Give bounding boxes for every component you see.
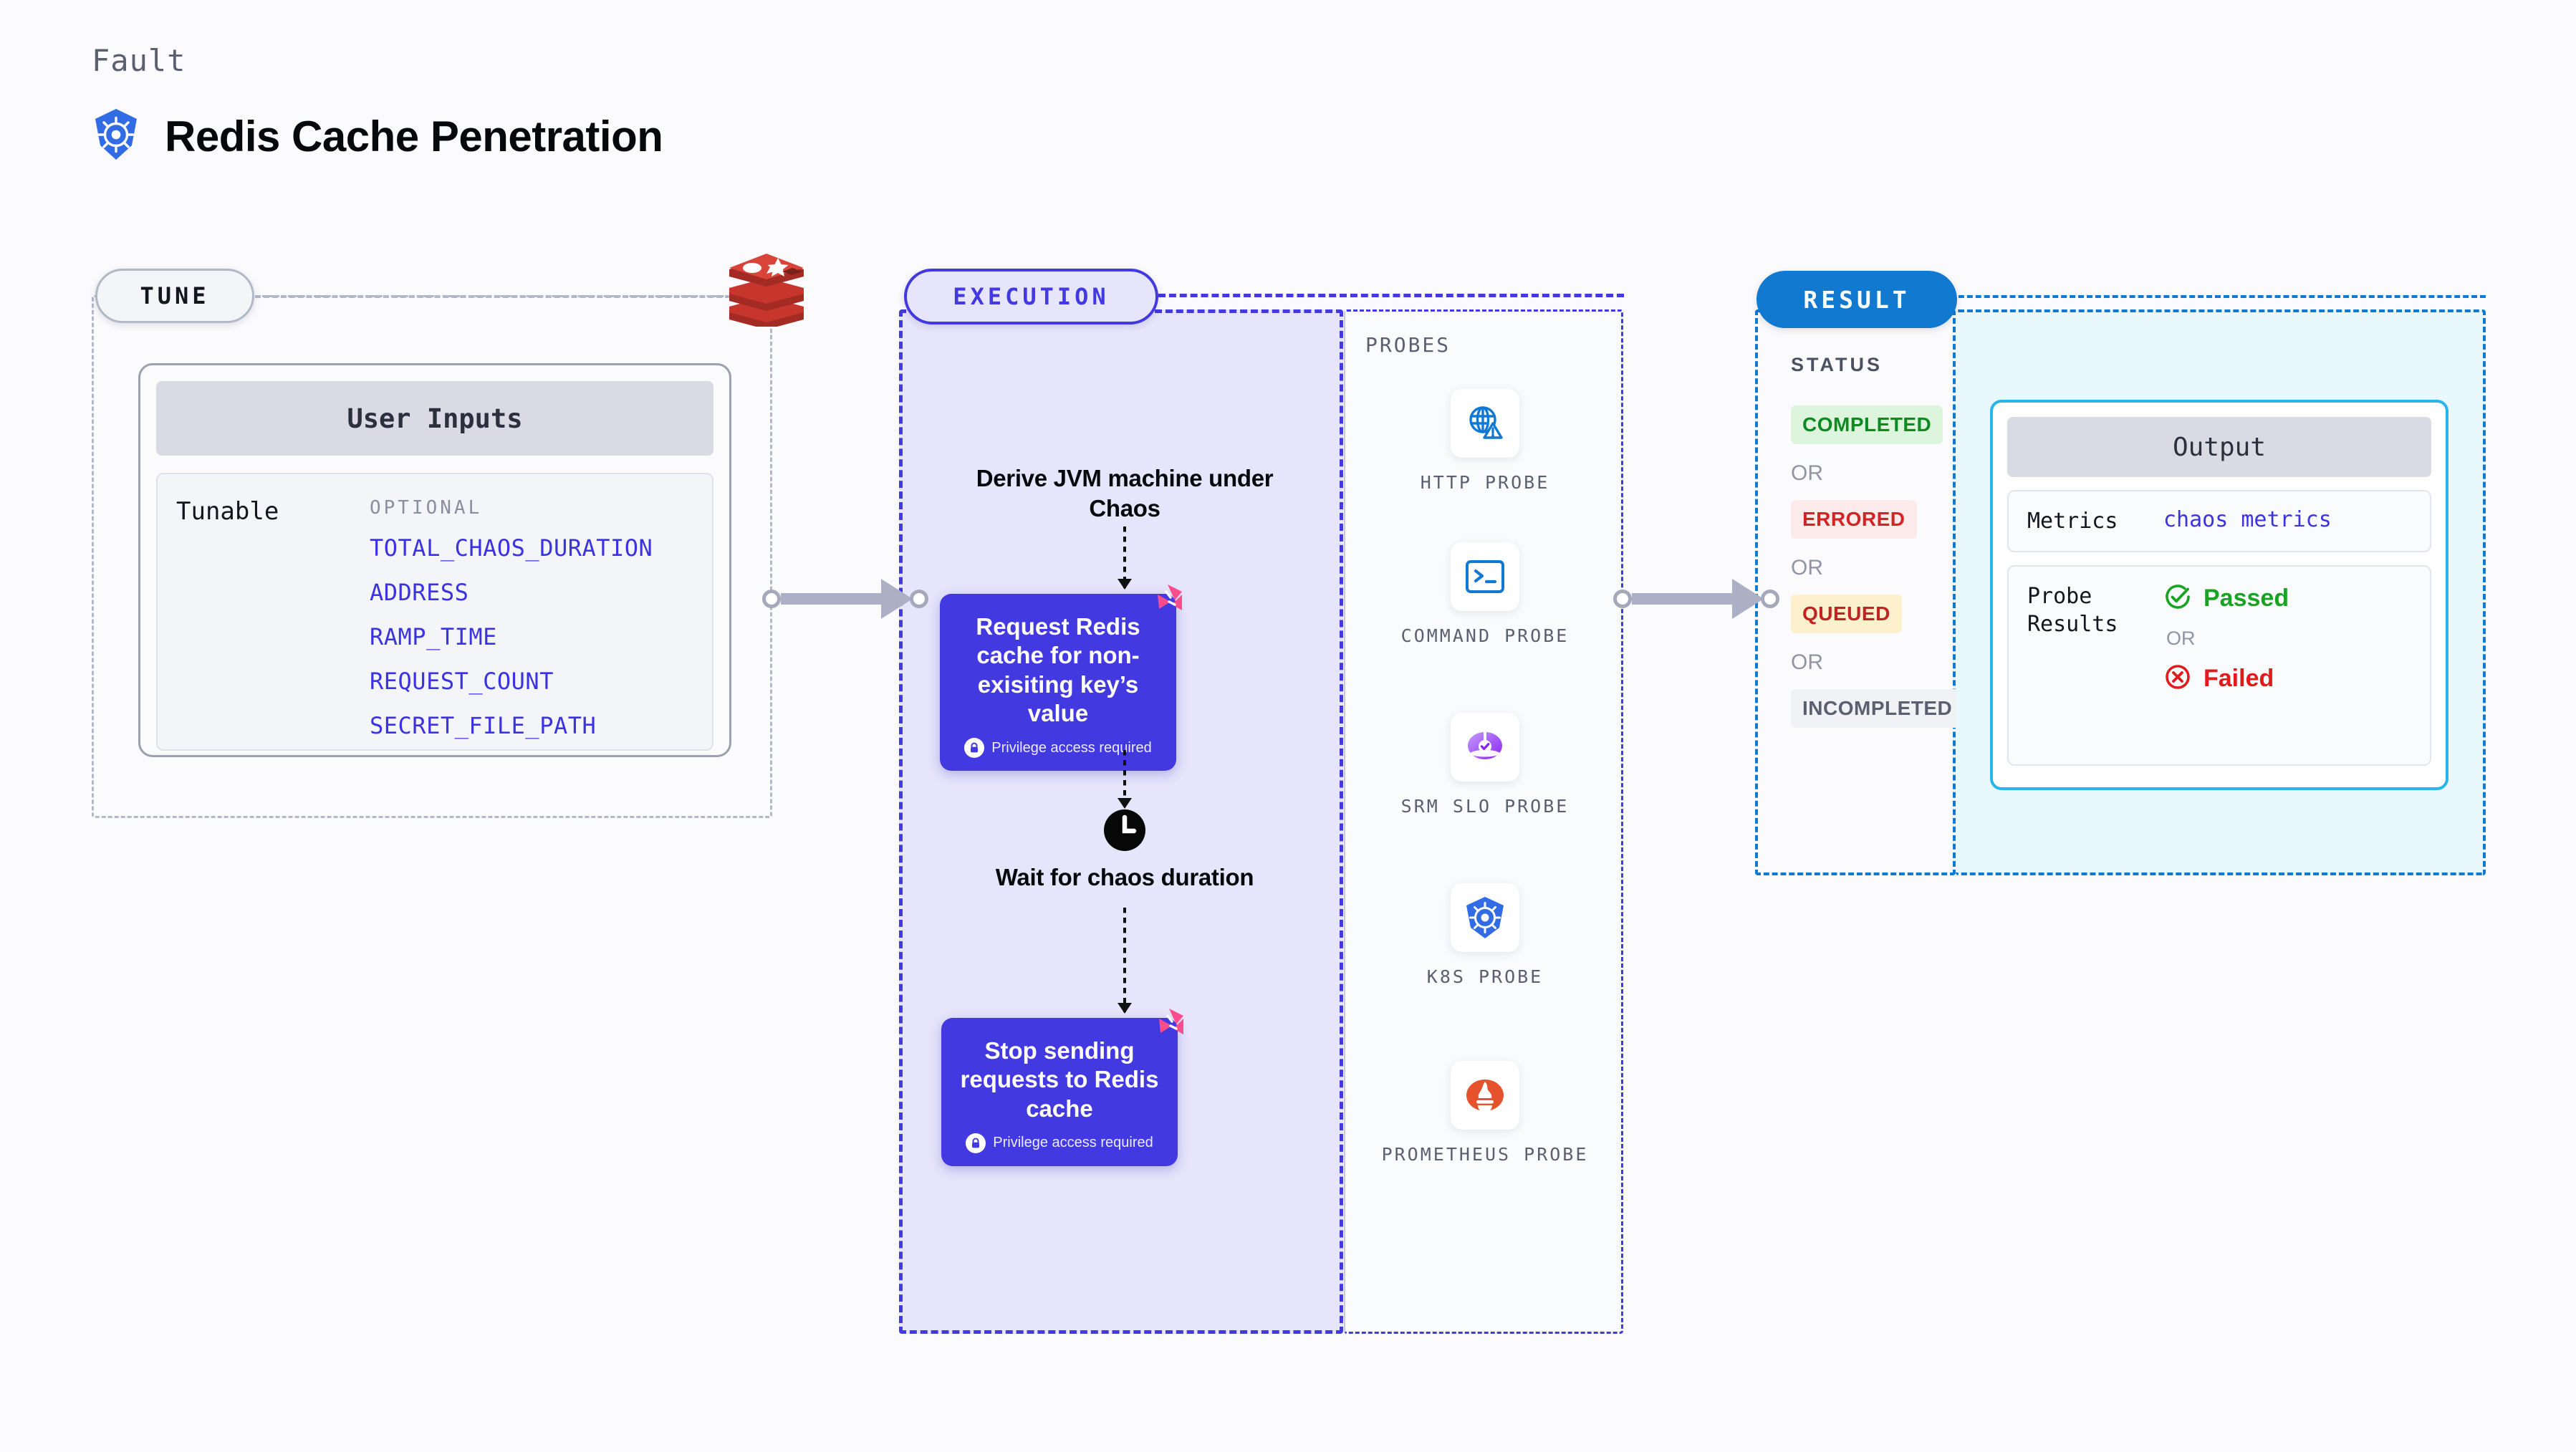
status-badge-errored: ERRORED	[1791, 500, 1917, 539]
card-title: Request Redis cache for non-exisiting ke…	[976, 613, 1140, 726]
connector-start-dot	[762, 590, 781, 608]
probe-results-values: Passed OR Failed	[2163, 582, 2289, 749]
user-inputs-card: User Inputs Tunable OPTIONAL TOTAL_CHAOS…	[138, 363, 731, 757]
status-or-2: OR	[1791, 556, 1823, 580]
prometheus-flame-icon	[1451, 1061, 1519, 1130]
flow-arrow-1	[1118, 527, 1132, 590]
redis-logo-icon	[724, 252, 809, 330]
tune-stage-pill[interactable]: TUNE	[95, 269, 254, 323]
probe-item-http[interactable]: HTTP PROBE	[1345, 389, 1625, 495]
flow-arrow-3	[1118, 908, 1132, 1014]
execution-step-wait: Wait for chaos duration	[946, 807, 1304, 893]
title-row: Redis Cache Penetration	[92, 108, 663, 165]
output-probe-results-row: Probe Results Passed OR	[2007, 565, 2431, 766]
clock-icon	[1102, 809, 1148, 856]
tune-to-redis-dashline	[255, 295, 756, 298]
output-card: Output Metrics chaos metrics Probe Resul…	[1990, 400, 2448, 790]
execution-top-dashline	[1158, 294, 1624, 297]
tunable-box: Tunable OPTIONAL TOTAL_CHAOS_DURATION AD…	[156, 473, 713, 751]
metrics-key: Metrics	[2027, 509, 2118, 534]
output-metrics-row: Metrics chaos metrics	[2007, 490, 2431, 552]
probe-label: COMMAND PROBE	[1400, 625, 1570, 646]
privilege-note-text: Privilege access required	[993, 1135, 1153, 1151]
probes-panel: PROBES HTTP PROBE COMMAND PR	[1344, 309, 1623, 1334]
status-or-1: OR	[1791, 461, 1823, 485]
connector-line	[781, 593, 881, 605]
tunable-item-secret-file-path[interactable]: SECRET_FILE_PATH	[370, 712, 597, 739]
connector-end-dot	[1761, 590, 1779, 608]
status-badge-incompleted: INCOMPLETED	[1791, 689, 1964, 728]
kubernetes-icon	[1451, 883, 1519, 952]
probe-results-or: OR	[2166, 628, 2196, 649]
check-circle-icon	[2163, 582, 2192, 615]
status-badge-queued: QUEUED	[1791, 595, 1902, 633]
result-top-dashline	[1950, 295, 2486, 298]
connector-start-dot	[1613, 590, 1632, 608]
probe-result-failed: Failed	[2163, 663, 2289, 695]
tunable-item-ramp-time[interactable]: RAMP_TIME	[370, 623, 497, 650]
card-title: Stop sending requests to Redis cache	[960, 1037, 1159, 1122]
privilege-note-text: Privilege access required	[991, 739, 1152, 756]
probe-item-command[interactable]: COMMAND PROBE	[1345, 542, 1625, 648]
probes-title: PROBES	[1365, 333, 1451, 357]
x-circle-icon	[2163, 663, 2192, 695]
execution-step-derive-jvm: Derive JVM machine under Chaos	[976, 465, 1274, 522]
passed-label: Passed	[2203, 585, 2289, 612]
privilege-note: Privilege access required	[956, 738, 1160, 758]
fault-kicker: Fault	[92, 43, 186, 78]
connector-end-dot	[910, 590, 928, 608]
connector-tune-to-execution	[762, 579, 928, 619]
status-badge-completed: COMPLETED	[1791, 405, 1943, 444]
probe-item-prometheus[interactable]: PROMETHEUS PROBE	[1345, 1061, 1625, 1167]
status-or-3: OR	[1791, 650, 1823, 674]
globe-warning-icon	[1451, 389, 1519, 458]
probe-results-key: Probe Results	[2027, 584, 2118, 637]
litmus-chaos-icon	[1150, 1006, 1188, 1043]
tunable-item-address[interactable]: ADDRESS	[370, 579, 469, 606]
litmus-chaos-icon	[1149, 582, 1186, 619]
terminal-icon	[1451, 542, 1519, 611]
execution-card-stop-sending[interactable]: Stop sending requests to Redis cache Pri…	[941, 1009, 1183, 1166]
connector-execution-to-result	[1613, 579, 1779, 619]
tune-panel: User Inputs Tunable OPTIONAL TOTAL_CHAOS…	[92, 295, 772, 818]
optional-label: OPTIONAL	[370, 497, 483, 519]
probe-item-srm-slo[interactable]: SRM SLO PROBE	[1345, 713, 1625, 819]
flow-arrow-2	[1118, 750, 1132, 809]
status-title: STATUS	[1791, 354, 1883, 375]
tunable-item-total-chaos-duration[interactable]: TOTAL_CHAOS_DURATION	[370, 534, 653, 562]
connector-line	[1632, 593, 1732, 605]
probe-label: HTTP PROBE	[1420, 472, 1550, 493]
result-stage-pill[interactable]: RESULT	[1756, 271, 1957, 328]
page-header: Fault Redis Cache Penetration	[92, 43, 663, 165]
privilege-note: Privilege access required	[957, 1133, 1162, 1153]
connector-arrowhead	[1732, 579, 1764, 619]
probe-result-passed: Passed	[2163, 582, 2289, 615]
lock-icon	[966, 1133, 986, 1153]
tunable-label: Tunable	[176, 497, 279, 526]
page-title: Redis Cache Penetration	[165, 112, 663, 160]
execution-card-request-redis[interactable]: Request Redis cache for non-exisiting ke…	[940, 585, 1182, 771]
lock-icon	[964, 738, 985, 758]
probe-item-k8s[interactable]: K8S PROBE	[1345, 883, 1625, 989]
user-inputs-title: User Inputs	[156, 381, 713, 456]
metrics-value-link[interactable]: chaos metrics	[2163, 507, 2332, 532]
probe-label: PROMETHEUS PROBE	[1381, 1144, 1589, 1165]
result-panel: STATUS COMPLETED OR ERRORED OR QUEUED OR…	[1755, 309, 1964, 875]
probe-label: K8S PROBE	[1426, 966, 1544, 987]
output-panel: Output Metrics chaos metrics Probe Resul…	[1956, 309, 2486, 875]
output-title: Output	[2007, 417, 2431, 477]
execution-stage-pill[interactable]: EXECUTION	[904, 269, 1158, 324]
execution-panel: Derive JVM machine under Chaos Request R…	[899, 309, 1343, 1334]
failed-label: Failed	[2203, 665, 2274, 692]
slo-gauge-icon	[1451, 713, 1519, 782]
wait-label: Wait for chaos duration	[995, 864, 1254, 890]
connector-arrowhead	[881, 579, 913, 619]
kubernetes-icon	[92, 108, 140, 165]
tunable-item-request-count[interactable]: REQUEST_COUNT	[370, 668, 554, 695]
tunable-list: OPTIONAL TOTAL_CHAOS_DURATION ADDRESS RA…	[370, 497, 653, 739]
probe-label: SRM SLO PROBE	[1400, 796, 1570, 817]
